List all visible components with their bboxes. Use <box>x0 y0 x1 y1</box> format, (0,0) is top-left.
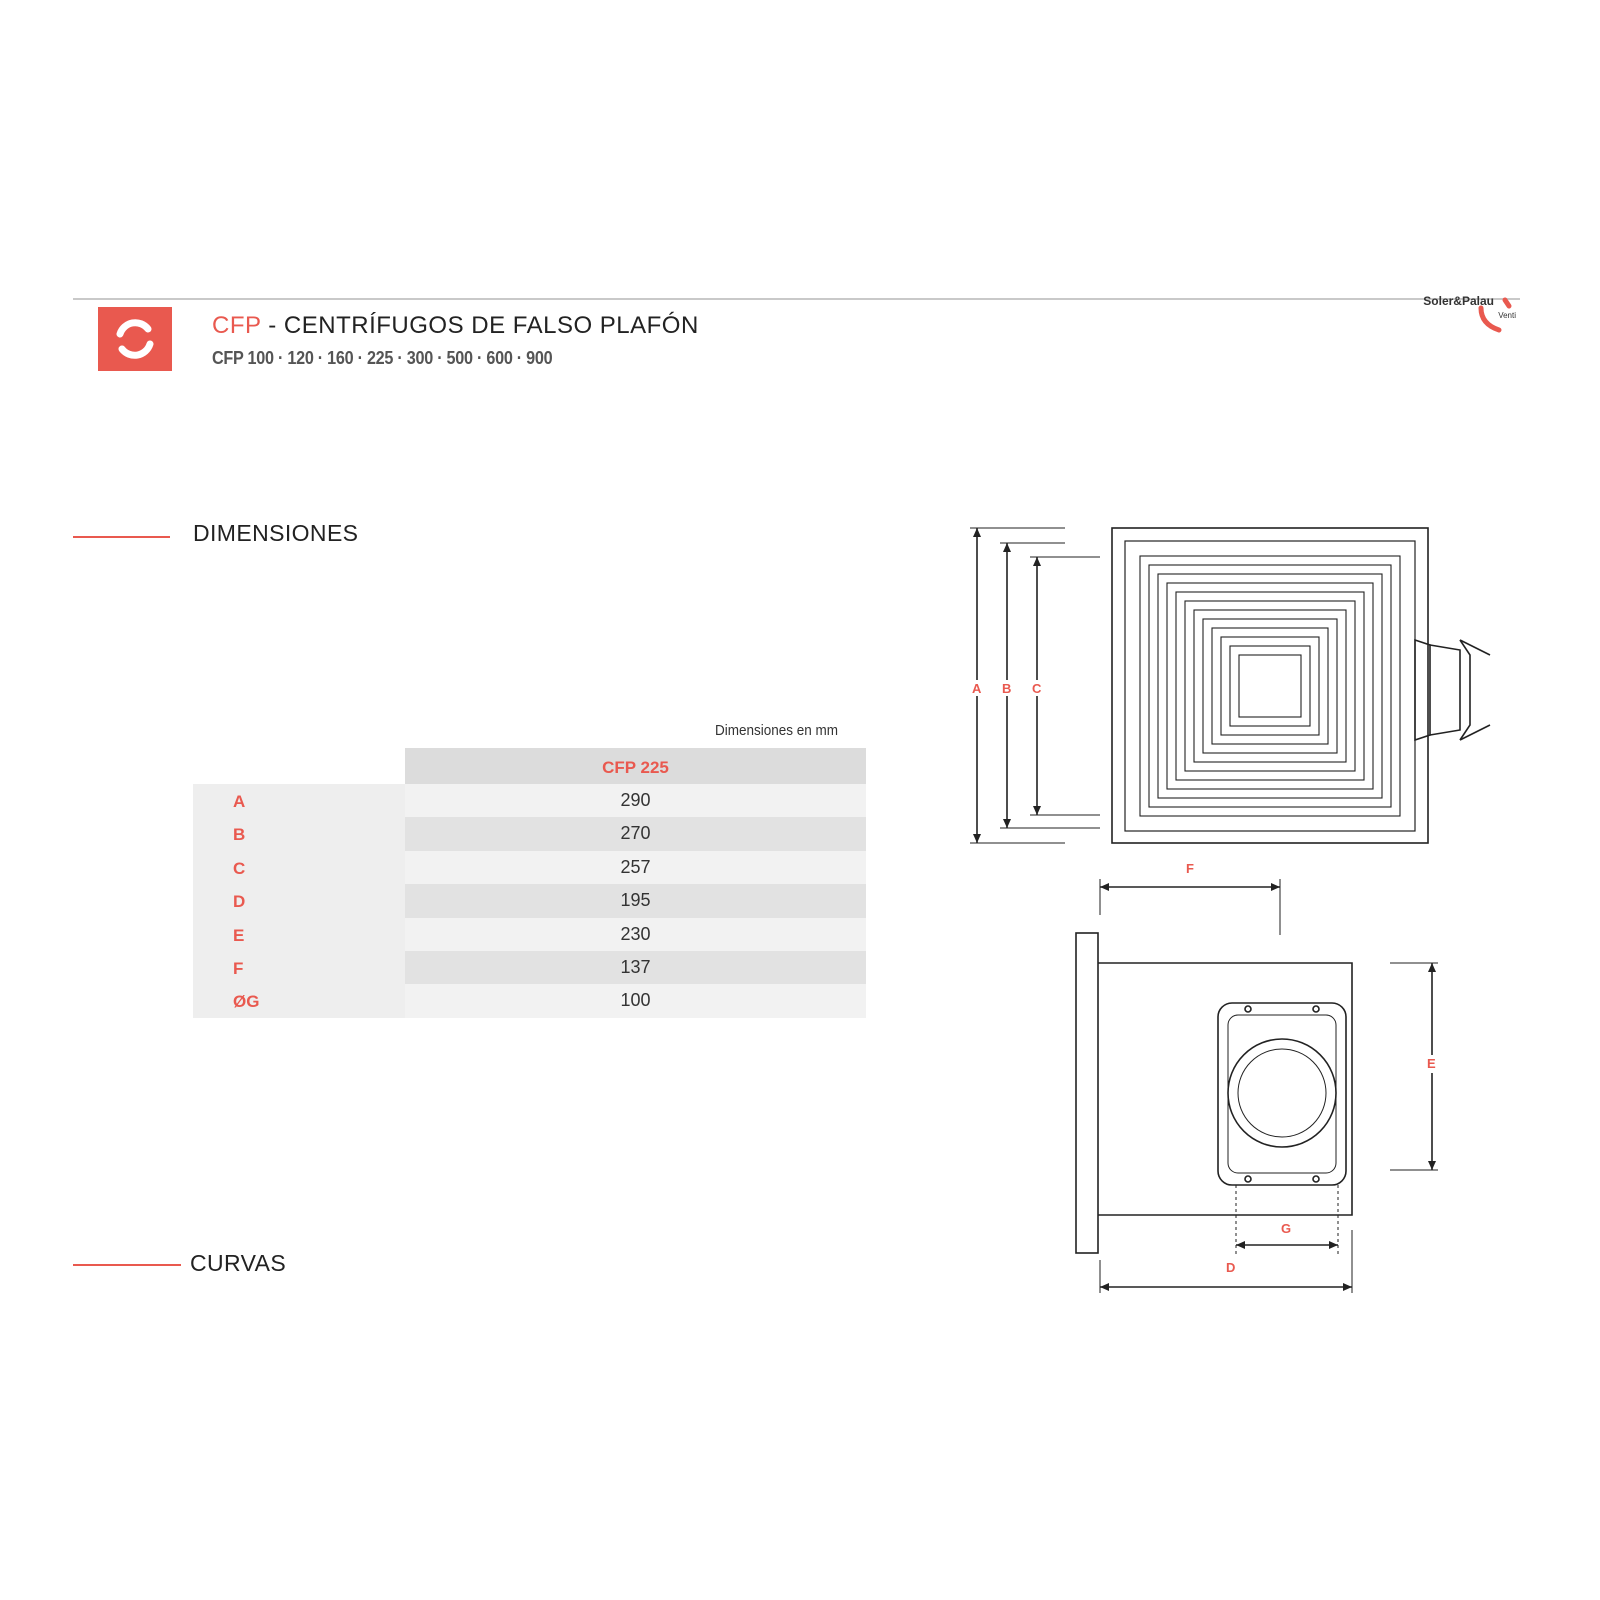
table-row: ØG 100 <box>193 984 866 1018</box>
model-list: CFP 100 · 120 · 160 · 225 · 300 · 500 · … <box>212 348 553 368</box>
technical-drawing: A B C F E G D <box>960 515 1520 1305</box>
table-row: D 195 <box>193 884 866 918</box>
row-label: A <box>193 784 405 818</box>
section-line-curves <box>73 1264 181 1266</box>
diffuser-grille <box>1139 555 1401 817</box>
table-row: A 290 <box>193 784 866 818</box>
row-value: 270 <box>405 817 866 851</box>
row-value: 137 <box>405 950 866 985</box>
row-value: 230 <box>405 917 866 951</box>
dimensions-table: CFP 225 A 290 B 270 C 257 D 195 E 230 F … <box>193 748 866 1018</box>
row-value: 100 <box>405 984 866 1018</box>
units-note: Dimensiones en mm <box>715 722 839 739</box>
side-view-outlet <box>1217 1002 1347 1186</box>
row-label: D <box>193 884 405 918</box>
table-row: F 137 <box>193 950 866 985</box>
title-text: - CENTRÍFUGOS DE FALSO PLAFÓN <box>261 312 699 339</box>
row-label: C <box>193 850 405 885</box>
brand-swoosh-icon <box>1478 297 1512 333</box>
table-row: E 230 <box>193 917 866 951</box>
front-view-frame <box>1111 527 1429 844</box>
brand-sub: Venti <box>1498 311 1516 320</box>
table-row: C 257 <box>193 850 866 885</box>
row-value: 195 <box>405 884 866 918</box>
row-label: F <box>193 950 405 985</box>
table-header: CFP 225 <box>193 748 866 784</box>
dim-label-c: C <box>1032 681 1042 696</box>
row-value: 257 <box>405 850 866 885</box>
section-line-dimensions <box>73 536 170 538</box>
row-label: ØG <box>193 984 405 1018</box>
dim-label-g: G <box>1281 1221 1291 1236</box>
page-title: CFP - CENTRÍFUGOS DE FALSO PLAFÓN <box>212 312 699 340</box>
brand-logo: Soler&Palau Venti <box>1405 294 1520 336</box>
header-divider <box>73 298 1520 300</box>
dim-label-f: F <box>1186 861 1194 876</box>
dim-label-d: D <box>1226 1260 1235 1275</box>
dimension-diagram: A B C F E G D <box>970 527 1491 1293</box>
row-label: E <box>193 917 405 951</box>
product-family-logo <box>98 307 172 371</box>
dim-label-e: E <box>1427 1056 1436 1071</box>
title-code: CFP <box>212 312 262 339</box>
dim-label-a: A <box>972 681 982 696</box>
table-row: B 270 <box>193 817 866 851</box>
side-view-flange <box>1075 932 1099 1254</box>
column-header: CFP 225 <box>405 748 866 784</box>
row-label: B <box>193 817 405 851</box>
section-title-curves: CURVAS <box>190 1250 287 1276</box>
rotate-arrows-icon <box>116 319 154 359</box>
dim-label-b: B <box>1002 681 1011 696</box>
row-value: 290 <box>405 784 866 818</box>
section-title-dimensions: DIMENSIONES <box>193 520 359 546</box>
brand-name: Soler&Palau <box>1423 294 1494 308</box>
